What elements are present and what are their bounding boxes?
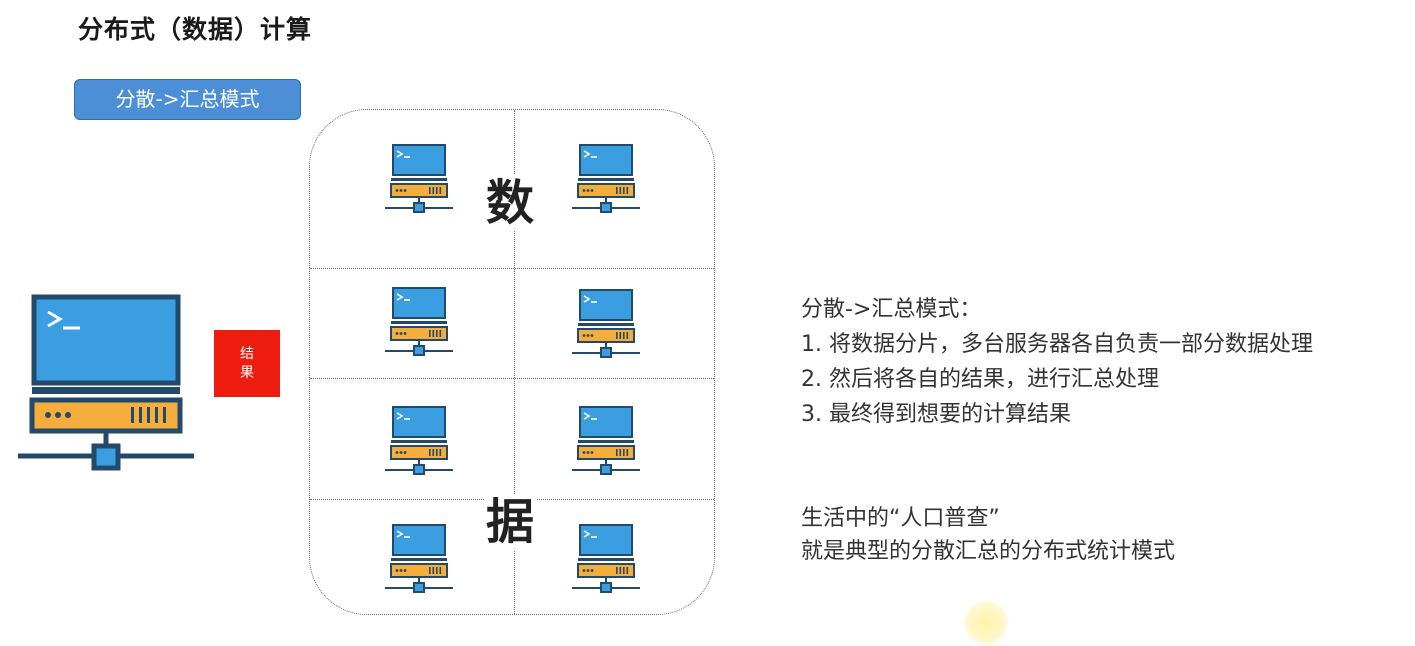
mode-badge: 分散->汇总模式 bbox=[74, 79, 301, 120]
server-node-icon bbox=[570, 522, 642, 594]
server-node-icon bbox=[570, 142, 642, 214]
client-computer bbox=[18, 294, 194, 472]
server-node-icon bbox=[383, 285, 455, 357]
description-item: 1. 将数据分片，多台服务器各自负责一部分数据处理 bbox=[801, 332, 1313, 357]
cluster-divider-row-2 bbox=[310, 378, 714, 379]
example-line: 生活中的“人口普查” bbox=[801, 506, 1000, 531]
cursor-highlight bbox=[963, 600, 1009, 646]
cluster-divider-vertical bbox=[514, 110, 515, 614]
server-node-icon bbox=[383, 404, 455, 476]
mode-description: 分散->汇总模式： 1. 将数据分片，多台服务器各自负责一部分数据处理 2. 然… bbox=[801, 292, 1313, 432]
server-node-icon bbox=[383, 522, 455, 594]
page-title: 分布式（数据）计算 bbox=[78, 15, 313, 44]
description-item: 3. 最终得到想要的计算结果 bbox=[801, 402, 1071, 427]
cluster-divider-row-1 bbox=[310, 268, 714, 269]
cluster-label-data-1: 数 bbox=[484, 175, 537, 231]
description-item: 2. 然后将各自的结果，进行汇总处理 bbox=[801, 367, 1159, 392]
result-label: 结果 bbox=[240, 345, 254, 381]
computer-terminal-icon bbox=[18, 294, 194, 471]
census-example: 生活中的“人口普查” 就是典型的分散汇总的分布式统计模式 bbox=[801, 502, 1175, 568]
server-node-icon bbox=[383, 142, 455, 214]
server-cluster-boundary bbox=[309, 109, 715, 615]
server-node-icon bbox=[570, 404, 642, 476]
description-heading: 分散->汇总模式： bbox=[801, 297, 982, 322]
server-node-icon bbox=[570, 287, 642, 359]
example-line: 就是典型的分散汇总的分布式统计模式 bbox=[801, 539, 1176, 564]
result-box: 结果 bbox=[214, 330, 280, 397]
cluster-label-data-2: 据 bbox=[484, 494, 537, 550]
